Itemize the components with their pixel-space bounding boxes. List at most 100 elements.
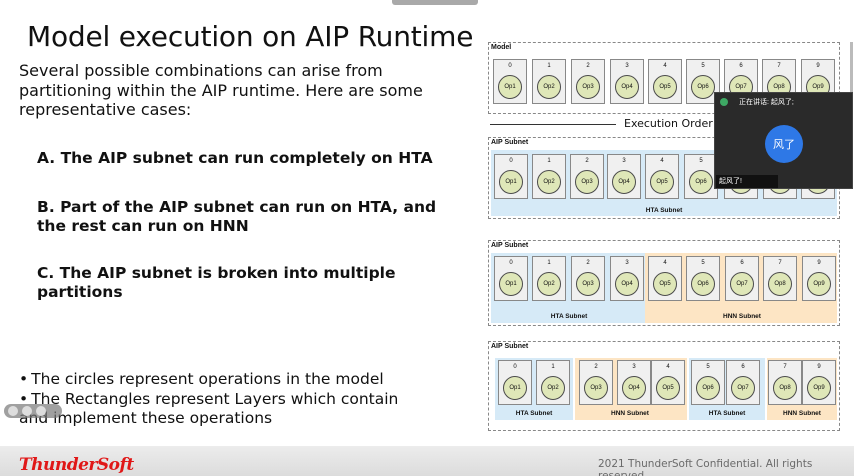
operation-circle: Op5 [656, 376, 680, 400]
layer-number: 0 [513, 364, 517, 370]
layer-number: 4 [660, 158, 664, 164]
operation-circle: Op6 [691, 75, 715, 99]
operation-circle: Op8 [773, 376, 797, 400]
operation-circle: Op7 [730, 272, 754, 296]
operation-circle: Op1 [499, 272, 523, 296]
operation-circle: Op4 [612, 170, 636, 194]
layer-number: 1 [547, 158, 551, 164]
case-a-text: A. The AIP subnet can run completely on … [37, 149, 433, 167]
operation-circle: Op1 [503, 376, 527, 400]
execution-order-label: Execution Order [624, 117, 713, 130]
layer-number: 3 [632, 364, 636, 370]
layer-number: 6 [740, 260, 744, 266]
bullet-rectangles: The Rectangles represent Layers which co… [19, 390, 429, 429]
case-c-text: C. The AIP subnet is broken into multipl… [37, 264, 396, 301]
layer-number: 3 [625, 63, 629, 69]
layer-number: 0 [508, 63, 512, 69]
layer-number: 5 [701, 260, 705, 266]
slide-title: Model execution on AIP Runtime [27, 20, 474, 53]
layer-number: 7 [783, 364, 787, 370]
operation-circle: Op5 [653, 75, 677, 99]
aip-subnet-label: AIP Subnet [491, 343, 529, 350]
layer-number: 6 [741, 364, 745, 370]
mic-icon [720, 98, 728, 106]
chat-icon[interactable] [22, 406, 32, 416]
confidential-notice: 2021 ThunderSoft Confidential. All right… [598, 458, 813, 476]
operation-circle: Op2 [541, 376, 565, 400]
model-label: Model [491, 44, 512, 51]
aip-subnet-label: AIP Subnet [491, 139, 529, 146]
layer-number: 1 [551, 364, 555, 370]
operation-circle: Op5 [653, 272, 677, 296]
floating-toolbar[interactable] [4, 404, 62, 418]
case-b-text: B. Part of the AIP subnet can run on HTA… [37, 198, 437, 235]
operation-circle: Op2 [537, 170, 561, 194]
layer-number: 5 [706, 364, 710, 370]
layer-number: 0 [509, 260, 513, 266]
layer-number: 5 [699, 158, 703, 164]
layer-number: 2 [586, 63, 590, 69]
layer-number: 5 [701, 63, 705, 69]
speaker-avatar-button[interactable]: 风了 [765, 125, 803, 163]
bullet-list: The circles represent operations in the … [19, 370, 429, 429]
layer-number: 1 [547, 260, 551, 266]
operation-circle: Op4 [615, 272, 639, 296]
operation-circle: Op9 [807, 376, 831, 400]
layer-number: 4 [666, 364, 670, 370]
scrollbar[interactable] [850, 42, 853, 92]
case-c-diagram: AIP Subnet HTA Subnet HNN Subnet HTA Sub… [488, 341, 840, 431]
operation-circle: Op1 [498, 75, 522, 99]
operation-circle: Op3 [584, 376, 608, 400]
operation-circle: Op6 [689, 170, 713, 194]
thundersoft-logo: ThunderSoft [19, 455, 134, 475]
operation-circle: Op3 [575, 170, 599, 194]
layer-number: 9 [816, 63, 820, 69]
layer-number: 0 [509, 158, 513, 164]
hta-subnet-label-2: HTA Subnet [708, 410, 746, 417]
operation-circle: Op8 [768, 272, 792, 296]
aip-subnet-label: AIP Subnet [491, 242, 529, 249]
execution-order-line [490, 124, 616, 125]
layer-number: 4 [663, 63, 667, 69]
layer-number: 9 [817, 364, 821, 370]
menu-icon[interactable] [36, 406, 46, 416]
layer-number: 2 [585, 158, 589, 164]
window-top-handle [392, 0, 478, 5]
layer-number: 9 [817, 260, 821, 266]
layer-number: 3 [622, 158, 626, 164]
layer-number: 1 [547, 63, 551, 69]
speaker-toast: 起风了! [716, 175, 778, 188]
operation-circle: Op1 [499, 170, 523, 194]
grid-icon[interactable] [8, 406, 18, 416]
operation-circle: Op2 [537, 272, 561, 296]
meeting-overlay-window[interactable]: 正在讲话: 起风了; [714, 92, 853, 189]
operation-circle: Op2 [537, 75, 561, 99]
layer-number: 4 [663, 260, 667, 266]
